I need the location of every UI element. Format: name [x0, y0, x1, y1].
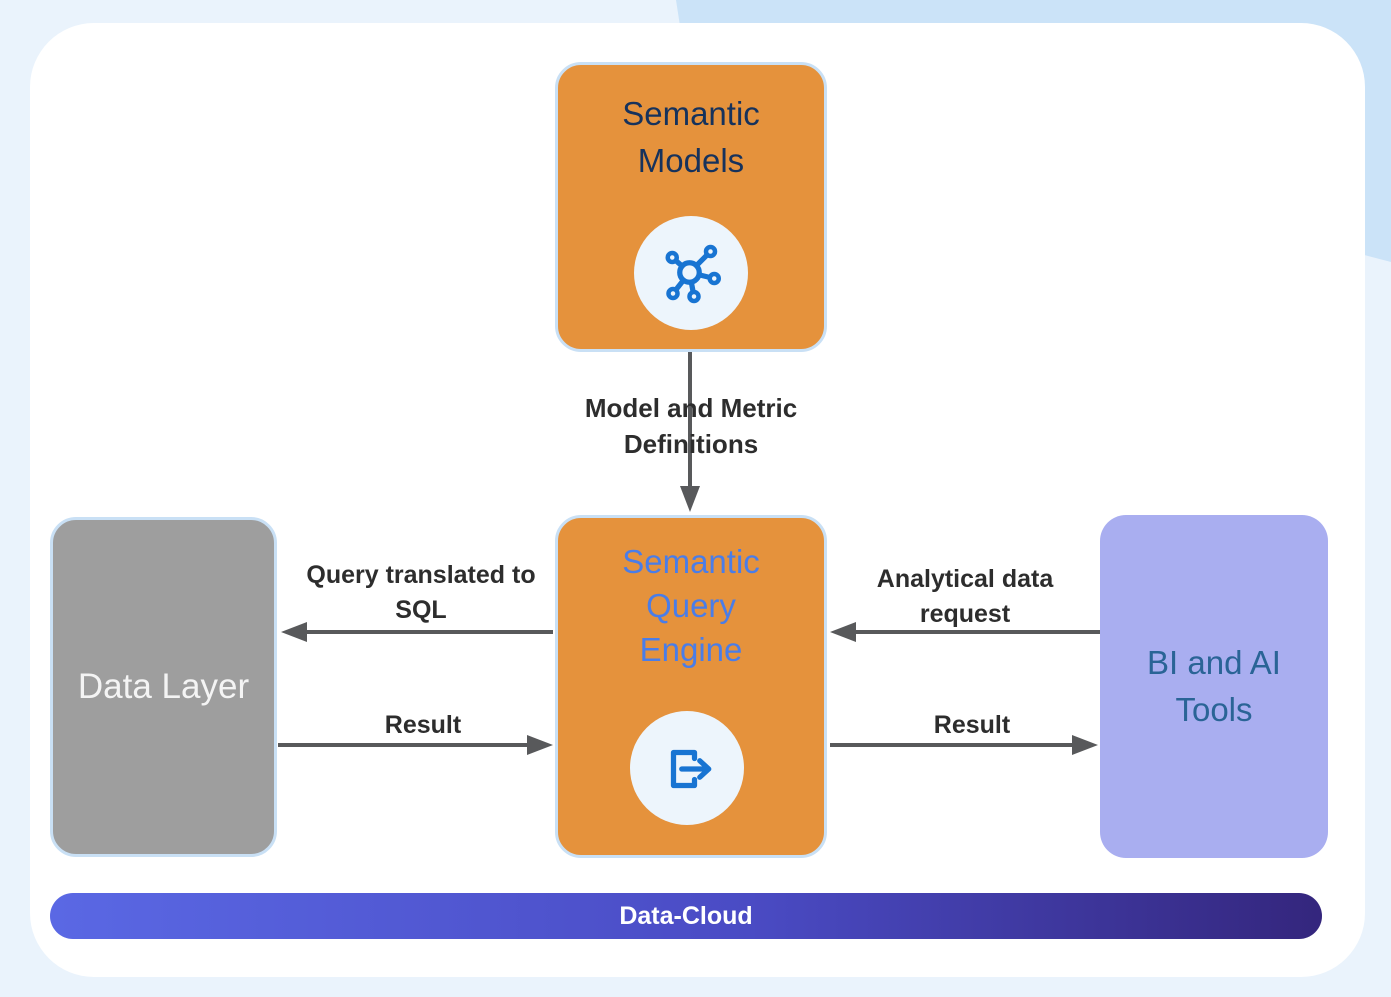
arrow-result-to-engine	[278, 733, 553, 757]
arrowhead-down-icon	[680, 486, 700, 512]
export-arrow-icon	[651, 730, 723, 807]
arrowhead-right-icon	[1072, 735, 1098, 755]
edge-label-model-metric-definitions: Model and Metric Definitions	[584, 393, 798, 460]
arrow-line	[278, 743, 533, 747]
arrow-result-to-tools	[830, 733, 1098, 757]
data-cloud-label: Data-Cloud	[619, 901, 753, 930]
semantic-query-engine-icon-circle	[630, 711, 744, 825]
edge-label-result-to-tools: Result	[933, 711, 1011, 739]
edge-label-analytical-data-request: Analytical data request	[876, 565, 1054, 628]
semantic-query-engine-label: Semantic Query Engine	[622, 543, 760, 668]
semantic-query-engine-title: Semantic Query Engine	[558, 540, 824, 672]
data-layer-label: Data Layer	[77, 667, 250, 706]
bi-and-ai-tools-label: BI and AI Tools	[1147, 644, 1281, 728]
arrow-line	[850, 630, 1100, 634]
edge-label-result-to-engine: Result	[384, 711, 462, 739]
arrow-analytical-data-request	[830, 620, 1100, 644]
arrow-line	[688, 352, 692, 490]
semantic-models-icon-circle	[634, 216, 748, 330]
semantic-models-title: Semantic Models	[558, 91, 824, 185]
node-bi-and-ai-tools: BI and AI Tools	[1100, 515, 1328, 858]
node-data-layer: Data Layer	[50, 517, 277, 857]
arrow-line	[830, 743, 1078, 747]
semantic-models-label: Semantic Models	[622, 95, 760, 179]
arrow-query-translated-to-sql	[281, 620, 553, 644]
data-cloud-bar: Data-Cloud	[50, 893, 1322, 939]
arrowhead-right-icon	[527, 735, 553, 755]
arrow-line	[301, 630, 553, 634]
network-hub-icon	[655, 235, 727, 312]
edge-label-query-translated-to-sql: Query translated to SQL	[306, 561, 536, 624]
arrowhead-left-icon	[281, 622, 307, 642]
arrow-model-metric-definitions	[676, 352, 704, 512]
node-semantic-models: Semantic Models	[555, 62, 827, 352]
arrowhead-left-icon	[830, 622, 856, 642]
node-semantic-query-engine: Semantic Query Engine	[555, 515, 827, 858]
